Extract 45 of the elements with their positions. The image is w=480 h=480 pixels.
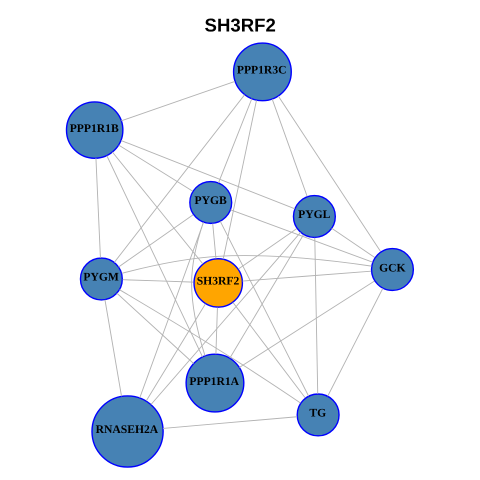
connector (106, 155, 204, 358)
connector (327, 288, 384, 397)
connector (220, 220, 310, 397)
connector (314, 237, 318, 394)
connector (95, 158, 101, 258)
node-circle: PPP1R1B (66, 101, 124, 159)
connector (162, 416, 298, 429)
connector (232, 302, 306, 398)
connector (121, 255, 372, 274)
connector (104, 299, 122, 397)
connector (272, 98, 308, 197)
connector (191, 222, 206, 356)
node-circle: PYGB (189, 180, 232, 224)
connector (238, 228, 298, 270)
connector (150, 232, 302, 405)
connector (139, 222, 204, 398)
node-circle: SH3RF2 (193, 258, 244, 308)
node-circle: PYGL (292, 194, 336, 238)
connector (118, 214, 194, 268)
connector (230, 209, 374, 263)
connector (215, 306, 218, 355)
connector (212, 223, 216, 259)
connector (119, 289, 301, 404)
connector (118, 144, 194, 192)
node-circle: PPP1R3C (232, 42, 292, 102)
connector (116, 292, 194, 364)
connector (120, 80, 236, 122)
node-circle: GCK (370, 248, 414, 292)
connector (112, 152, 204, 264)
connector (146, 303, 206, 402)
connector (229, 234, 304, 359)
connector (120, 140, 296, 210)
connector (114, 94, 246, 263)
connector (218, 98, 252, 184)
node-circle: RNASEH2A (91, 395, 164, 468)
diagram-title: SH3RF2 (204, 14, 276, 36)
node-circle: PPP1R1A (185, 354, 244, 413)
node-circle: PYGM (80, 257, 123, 301)
connector (242, 270, 372, 282)
connector (222, 100, 257, 260)
connector (238, 280, 375, 368)
connector (122, 279, 194, 283)
connector (278, 96, 382, 252)
node-circle: TG (296, 393, 340, 437)
connector (331, 228, 376, 258)
